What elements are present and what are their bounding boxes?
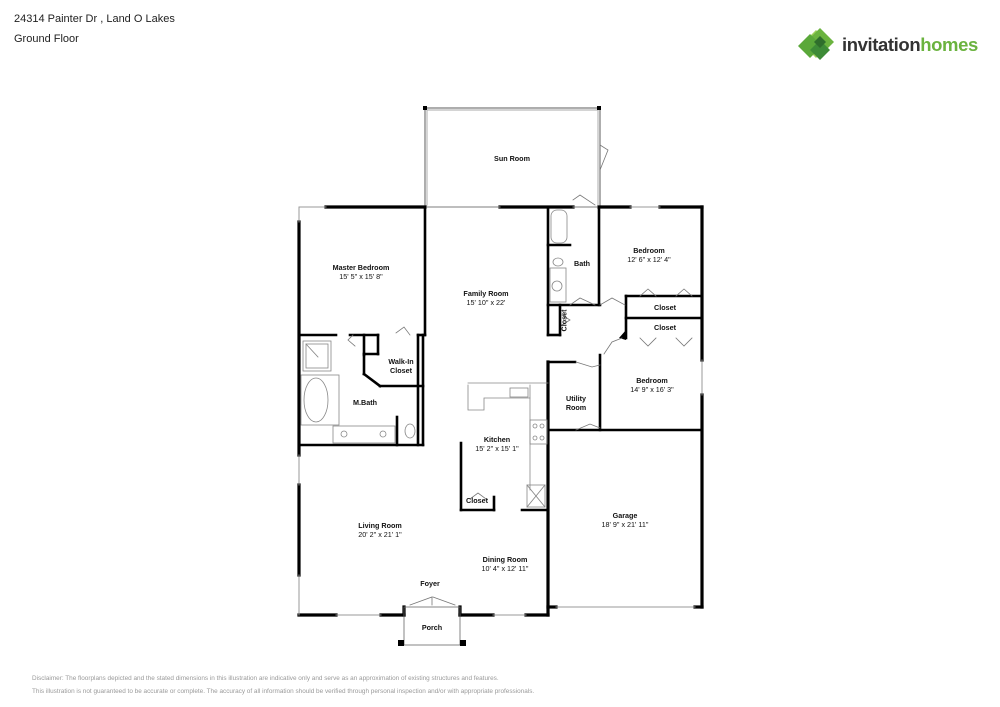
room-name: Foyer [420,579,440,588]
door-swings [347,288,693,606]
room-name: Closet [654,323,676,332]
room-dimensions: 18' 9" x 21' 11" [601,520,649,529]
room-name: Garage [612,511,638,520]
room-closet-bedroom-2: Closet [654,323,676,332]
room-name: Closet [466,496,488,505]
room-closet-kitchen: Closet [466,496,488,505]
floor-label: Ground Floor [14,33,79,45]
room-closet-bedroom-1: Closet [654,303,676,312]
room-dimensions: 10' 4" x 12' 11" [481,564,529,573]
room-closet-hall: Closet [560,310,569,332]
room-family-room: Family Room 15' 10" x 22' [463,289,508,307]
room-porch: Porch [422,623,442,632]
room-name-line2: Room [565,403,587,412]
room-name: Family Room [463,289,509,298]
room-name: Bedroom [633,246,665,255]
room-master-bedroom: Master Bedroom 15' 5" x 15' 8" [333,263,390,281]
logo-mark-icon [798,28,834,60]
logo-word-homes: homes [920,34,978,55]
room-name-line1: Walk-In [388,357,414,366]
room-bedroom-2: Bedroom 14' 9" x 16' 3" [630,376,673,394]
room-name: Porch [421,623,443,632]
room-name: Bedroom [636,376,668,385]
room-dimensions: 15' 5" x 15' 8" [339,272,383,281]
room-walk-in-closet: Walk-In Closet [388,357,413,375]
room-dimensions: 12' 6" x 12' 4" [627,255,671,264]
room-dimensions: 14' 9" x 16' 3" [630,385,674,394]
room-name: Closet [559,309,569,332]
room-living-room: Living Room 20' 2" x 21' 1" [358,521,402,539]
room-utility-room: Utility Room [566,394,586,412]
room-dimensions: 20' 2" x 21' 1" [358,530,402,539]
disclaimer-line-1: Disclaimer: The floorplans depicted and … [32,675,499,682]
room-name: Master Bedroom [332,263,390,272]
room-name: Sun Room [494,154,530,163]
room-name-line1: Utility [566,394,586,403]
logo-wordmark: invitationhomes [842,34,978,56]
room-dining-room: Dining Room 10' 4" x 12' 11" [482,555,529,573]
windows [298,206,703,616]
room-name: Kitchen [483,435,511,444]
room-name-line2: Closet [390,366,412,375]
invitation-homes-logo: invitationhomes [796,24,986,64]
room-name: Dining Room [482,555,528,564]
room-name: Closet [654,303,676,312]
disclaimer-line-2: This illustration is not guaranteed to b… [32,688,535,695]
room-dimensions: 15' 10" x 22' [466,298,506,307]
room-dimensions: 15' 2" x 15' 1" [475,444,519,453]
room-sun-room: Sun Room [494,154,530,163]
room-bedroom-1: Bedroom 12' 6" x 12' 4" [627,246,670,264]
room-name: Living Room [358,521,402,530]
interior-walls [297,205,704,512]
property-address: 24314 Painter Dr , Land O Lakes [14,13,175,25]
room-name: Bath [574,259,590,268]
room-bath: Bath [574,259,590,268]
room-foyer: Foyer [420,579,440,588]
logo-word-invitation: invitation [842,34,921,55]
room-m-bath: M.Bath [353,398,377,407]
room-kitchen: Kitchen 15' 2" x 15' 1" [475,435,518,453]
room-garage: Garage 18' 9" x 21' 11" [602,511,649,529]
exterior-walls [297,205,704,617]
room-name: M.Bath [353,398,377,407]
fixtures [300,209,568,646]
